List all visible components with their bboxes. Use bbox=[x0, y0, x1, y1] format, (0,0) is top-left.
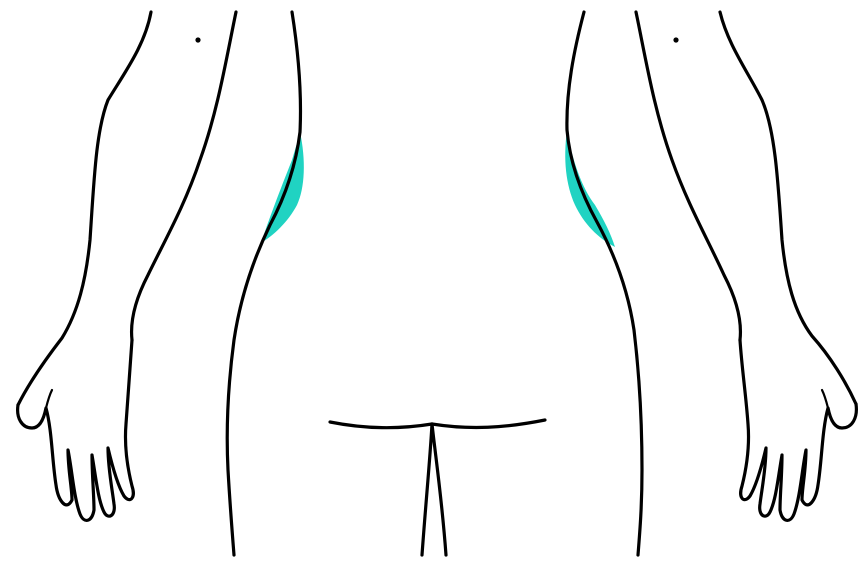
right-hand-finger-line-1 bbox=[822, 390, 828, 408]
left-torso-line bbox=[227, 12, 300, 555]
right-hand-outline bbox=[740, 340, 856, 520]
right-arm-inner-line bbox=[636, 12, 740, 340]
left-arm-inner-line bbox=[132, 12, 236, 340]
left-hand-finger-line-1 bbox=[46, 390, 52, 408]
gluteal-crease-line bbox=[330, 420, 545, 428]
gluteal-cleft-right bbox=[432, 424, 446, 555]
right-torso-line bbox=[567, 12, 642, 555]
gluteal-cleft-left bbox=[422, 424, 432, 555]
right-elbow-mark bbox=[673, 37, 678, 42]
left-hand-outline bbox=[18, 340, 134, 520]
right-flank-highlight bbox=[565, 130, 615, 247]
left-elbow-mark bbox=[195, 37, 200, 42]
